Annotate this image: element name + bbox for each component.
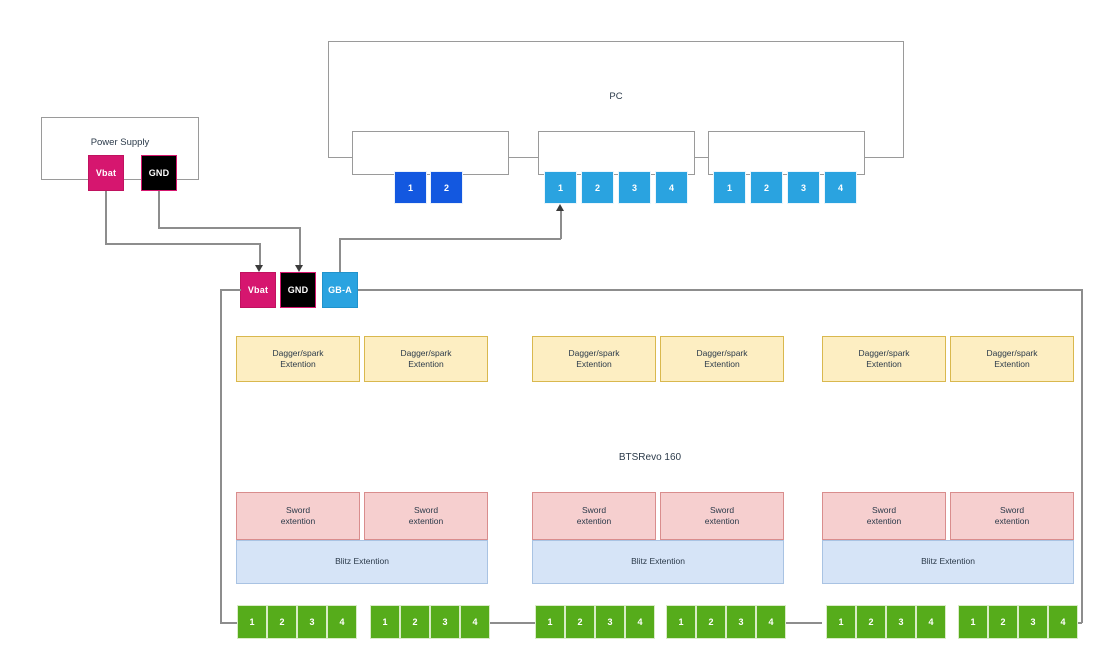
pc-card-3: [708, 131, 865, 175]
power-supply-terminal-gnd[interactable]: GND: [141, 155, 177, 191]
bts-enclosure-left: [220, 289, 222, 623]
bank-link-wire: [488, 622, 538, 624]
channel-button[interactable]: 3: [886, 605, 916, 639]
sword-label: Sword extention: [408, 504, 444, 526]
dagger-extension-card[interactable]: Dagger/spark Extention: [236, 336, 360, 382]
bts-enclosure-top: [358, 289, 1082, 291]
power-supply-terminal-vbat[interactable]: Vbat: [88, 155, 124, 191]
channel-button[interactable]: 1: [237, 605, 267, 639]
dagger-extension-card[interactable]: Dagger/spark Extention: [950, 336, 1074, 382]
pc-card-2-port-1[interactable]: 1: [544, 171, 577, 204]
pc-card-2-port-2[interactable]: 2: [581, 171, 614, 204]
channel-button[interactable]: 1: [535, 605, 565, 639]
bank-link-wire: [782, 622, 822, 624]
channel-button[interactable]: 4: [1048, 605, 1078, 639]
dagger-label: Dagger/spark Extention: [858, 347, 910, 369]
sword-extension-card[interactable]: Sword extention: [532, 492, 656, 540]
blitz-extension-card[interactable]: Blitz Extention: [236, 540, 488, 584]
bts-label: BTSRevo 160: [618, 451, 682, 463]
sword-label: Sword extention: [994, 504, 1030, 526]
dagger-label: Dagger/spark Extention: [568, 347, 620, 369]
pc-card-2-port-3[interactable]: 3: [618, 171, 651, 204]
dagger-label: Dagger/spark Extention: [400, 347, 452, 369]
bts-connector-vbat[interactable]: Vbat: [240, 272, 276, 308]
wire-vbat-seg-v2: [259, 243, 261, 267]
dagger-extension-card[interactable]: Dagger/spark Extention: [532, 336, 656, 382]
wire-vbat-seg-h: [105, 243, 260, 245]
power-supply-label: Power Supply: [90, 137, 150, 149]
dagger-extension-card[interactable]: Dagger/spark Extention: [822, 336, 946, 382]
bts-connector-gnd[interactable]: GND: [280, 272, 316, 308]
sword-extension-card[interactable]: Sword extention: [660, 492, 784, 540]
channel-button[interactable]: 2: [565, 605, 595, 639]
channel-button[interactable]: 1: [666, 605, 696, 639]
bts-enclosure-top-left: [220, 289, 241, 291]
pc-card-3-port-1[interactable]: 1: [713, 171, 746, 204]
wire-gnd-seg-v2: [299, 227, 301, 267]
dagger-label: Dagger/spark Extention: [272, 347, 324, 369]
wire-vbat-arrow: [255, 265, 263, 272]
pc-card-3-port-2[interactable]: 2: [750, 171, 783, 204]
blitz-extension-card[interactable]: Blitz Extention: [822, 540, 1074, 584]
channel-button[interactable]: 2: [400, 605, 430, 639]
channel-button[interactable]: 3: [595, 605, 625, 639]
sword-extension-card[interactable]: Sword extention: [236, 492, 360, 540]
channel-button[interactable]: 3: [430, 605, 460, 639]
sword-label: Sword extention: [576, 504, 612, 526]
dagger-extension-card[interactable]: Dagger/spark Extention: [660, 336, 784, 382]
sword-extension-card[interactable]: Sword extention: [950, 492, 1074, 540]
pc-card-2: [538, 131, 695, 175]
dagger-label: Dagger/spark Extention: [986, 347, 1038, 369]
bts-connector-gba[interactable]: GB-A: [322, 272, 358, 308]
pc-label: PC: [609, 91, 623, 103]
wire-gnd-seg-h: [158, 227, 300, 229]
sword-extension-card[interactable]: Sword extention: [822, 492, 946, 540]
channel-button[interactable]: 4: [916, 605, 946, 639]
channel-button[interactable]: 4: [756, 605, 786, 639]
bts-enclosure-right: [1081, 289, 1083, 623]
dagger-label: Dagger/spark Extention: [696, 347, 748, 369]
pc-card-2-port-4[interactable]: 4: [655, 171, 688, 204]
wire-gnd-seg-v1: [158, 191, 160, 228]
channel-button[interactable]: 2: [267, 605, 297, 639]
wire-gba-seg-v1: [339, 238, 341, 278]
channel-button[interactable]: 1: [826, 605, 856, 639]
channel-button[interactable]: 3: [726, 605, 756, 639]
wire-gnd-arrow: [295, 265, 303, 272]
channel-button[interactable]: 4: [625, 605, 655, 639]
channel-button[interactable]: 2: [856, 605, 886, 639]
wire-gba-seg-v2: [560, 210, 562, 239]
sword-label: Sword extention: [866, 504, 902, 526]
sword-extension-card[interactable]: Sword extention: [364, 492, 488, 540]
sword-label: Sword extention: [704, 504, 740, 526]
pc-card-1-port-1[interactable]: 1: [394, 171, 427, 204]
blitz-extension-card[interactable]: Blitz Extention: [532, 540, 784, 584]
channel-button[interactable]: 2: [988, 605, 1018, 639]
channel-button[interactable]: 3: [1018, 605, 1048, 639]
channel-button[interactable]: 4: [327, 605, 357, 639]
channel-button[interactable]: 1: [958, 605, 988, 639]
pc-card-1: [352, 131, 509, 175]
channel-button[interactable]: 1: [370, 605, 400, 639]
pc-card-1-port-2[interactable]: 2: [430, 171, 463, 204]
channel-button[interactable]: 3: [297, 605, 327, 639]
pc-card-3-port-3[interactable]: 3: [787, 171, 820, 204]
channel-button[interactable]: 4: [460, 605, 490, 639]
channel-button[interactable]: 2: [696, 605, 726, 639]
dagger-extension-card[interactable]: Dagger/spark Extention: [364, 336, 488, 382]
wire-gba-arrow: [556, 204, 564, 211]
bts-enclosure-bottom-left: [220, 622, 238, 624]
wire-gba-seg-h: [339, 238, 561, 240]
wire-vbat-seg-v1: [105, 191, 107, 244]
pc-card-3-port-4[interactable]: 4: [824, 171, 857, 204]
sword-label: Sword extention: [280, 504, 316, 526]
